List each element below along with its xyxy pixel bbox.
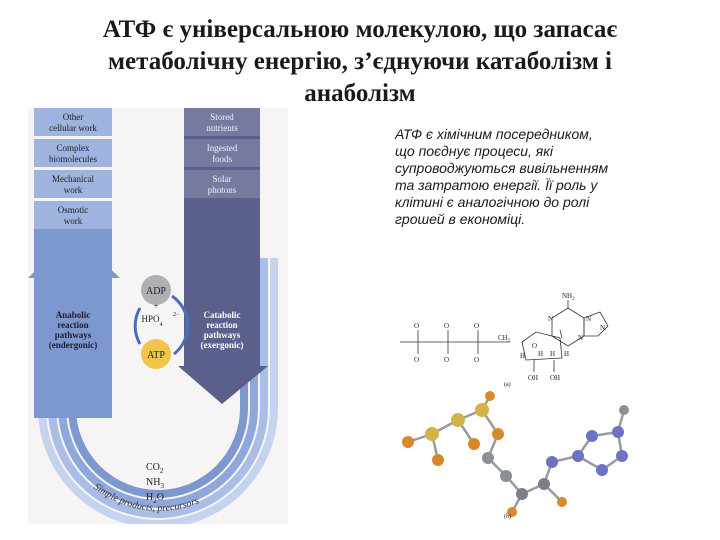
cycle-arrow-right bbox=[171, 294, 190, 356]
nh2-group: NH2 bbox=[562, 292, 575, 302]
phosphate-charge: 2− bbox=[173, 312, 180, 318]
panel-label-b: (b) bbox=[504, 513, 511, 520]
catabolic-label: Catabolic bbox=[204, 310, 241, 320]
atp-label: ATP bbox=[147, 350, 165, 361]
box-text: Osmotic bbox=[58, 205, 89, 215]
atom-o: O bbox=[532, 342, 537, 350]
anabolic-label: reaction bbox=[57, 320, 88, 330]
hydroxyl: OH bbox=[550, 374, 560, 382]
atom-h: H bbox=[538, 350, 543, 358]
product-co2: CO2 bbox=[146, 462, 164, 475]
title-line: АТФ є універсальною молекулою, що запаса… bbox=[102, 16, 618, 43]
title-line: анаболізм bbox=[304, 80, 416, 107]
atom-o: O bbox=[474, 322, 479, 330]
atom-h: H bbox=[550, 350, 555, 358]
catabolic-label: (exergonic) bbox=[201, 340, 244, 350]
anabolic-label: Anabolic bbox=[56, 310, 91, 320]
plus-sign: + bbox=[153, 301, 158, 311]
atp-cycle-figure: Other cellular work Complex biomolecules… bbox=[28, 108, 288, 528]
atp-ball-stick-model: (b) bbox=[392, 390, 630, 522]
box-text: Complex bbox=[57, 143, 90, 153]
atoms bbox=[402, 391, 629, 517]
description-line: клітині є аналогічною до ролі bbox=[395, 194, 590, 210]
box-text: photons bbox=[208, 185, 237, 195]
u-arcs bbox=[38, 258, 278, 528]
description-line: грошей в економіці. bbox=[395, 211, 526, 227]
left-boxes bbox=[34, 108, 112, 229]
atp-circle bbox=[141, 339, 171, 369]
atom-o: O bbox=[414, 322, 419, 330]
box-text: biomolecules bbox=[49, 154, 97, 164]
catabolic-arrow-head bbox=[178, 366, 268, 404]
atom-h: H bbox=[520, 352, 525, 360]
anabolic-label: (endergonic) bbox=[49, 340, 98, 350]
description-line: та затратою енергії. Її роль у bbox=[395, 177, 598, 193]
box-text: Stored bbox=[210, 112, 234, 122]
ring-n: N bbox=[600, 324, 605, 332]
title-line: метаболічну енергію, з’єднуючи катаболіз… bbox=[107, 48, 612, 75]
atom-h: H bbox=[564, 350, 569, 358]
adp-circle bbox=[141, 275, 171, 305]
description-text: АТФ є хімічним посередником, що поєднує … bbox=[395, 126, 695, 228]
product-h2o: H2O bbox=[146, 492, 164, 505]
ring-n: N bbox=[578, 334, 583, 342]
box-text: Mechanical bbox=[52, 174, 94, 184]
box-text: Other bbox=[63, 112, 84, 122]
box-text: work bbox=[64, 185, 83, 195]
catabolic-label: reaction bbox=[206, 320, 237, 330]
adp-label: ADP bbox=[146, 286, 166, 297]
description-line: що поєднує процеси, які bbox=[395, 143, 553, 159]
phosphate-label: HPO4 bbox=[141, 314, 162, 328]
structural-formula-diagram: O O O O O O O CH2 NH2 N N N N H H H H OH… bbox=[400, 292, 609, 388]
atom-o: O bbox=[414, 356, 419, 364]
atom-o: O bbox=[474, 356, 479, 364]
ring-n: N bbox=[548, 315, 553, 323]
ball-stick-diagram: (b) bbox=[402, 391, 629, 520]
box-text: Solar bbox=[213, 174, 232, 184]
atp-cycle-diagram: Other cellular work Complex biomolecules… bbox=[28, 108, 278, 528]
description-line: АТФ є хімічним посередником, bbox=[395, 126, 593, 142]
box-text: cellular work bbox=[49, 123, 97, 133]
product-nh3: NH3 bbox=[146, 477, 164, 490]
atp-structural-formula: O O O O O O O CH2 NH2 N N N N H H H H OH… bbox=[392, 290, 630, 390]
box-text: work bbox=[64, 216, 83, 226]
description-line: супроводжуються вивільненням bbox=[395, 160, 609, 176]
ring-n: N bbox=[586, 315, 591, 323]
anabolic-arrow-head bbox=[28, 234, 120, 278]
bonds bbox=[407, 395, 626, 513]
hydroxyl: OH bbox=[528, 374, 538, 382]
box-text: Ingested bbox=[207, 143, 238, 153]
panel-label-a: (a) bbox=[504, 381, 511, 388]
slide-title: АТФ є універсальною молекулою, що запаса… bbox=[20, 14, 700, 110]
ch2-group: CH2 bbox=[498, 334, 511, 344]
anabolic-label: pathways bbox=[55, 330, 92, 340]
catabolic-label: pathways bbox=[204, 330, 241, 340]
right-boxes bbox=[184, 108, 260, 198]
box-text: nutrients bbox=[206, 123, 238, 133]
atom-o: O bbox=[444, 322, 449, 330]
atom-o: O bbox=[444, 356, 449, 364]
box-text: foods bbox=[212, 154, 232, 164]
cycle-arrow-left bbox=[133, 307, 142, 345]
